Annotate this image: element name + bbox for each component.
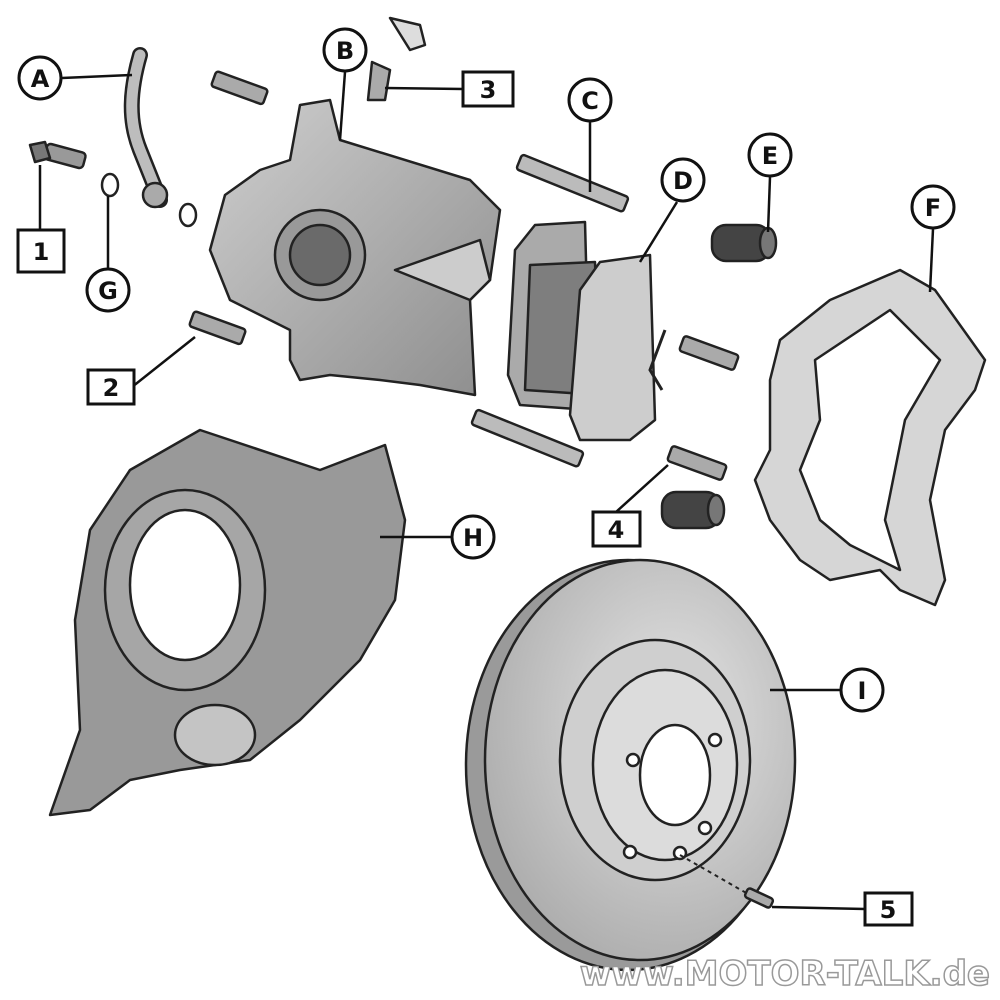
svg-text:1: 1	[33, 238, 50, 266]
svg-text:A: A	[31, 65, 50, 93]
callout-4: 4	[591, 510, 642, 548]
svg-text:D: D	[673, 167, 693, 195]
callout-E: E	[747, 132, 793, 178]
svg-text:G: G	[98, 277, 118, 305]
bleed-nipple	[366, 60, 392, 102]
brake-pads	[506, 220, 657, 442]
leader-lines	[38, 71, 935, 911]
callout-I: I	[839, 667, 885, 713]
svg-text:3: 3	[480, 76, 497, 104]
caliper-bracket	[753, 268, 987, 607]
watermark: www.MOTOR-TALK.de	[580, 954, 990, 994]
brake-disc	[464, 558, 797, 972]
svg-text:H: H	[463, 524, 483, 552]
callout-3: 3	[461, 70, 515, 108]
dust-shield	[48, 428, 407, 817]
svg-text:2: 2	[103, 374, 120, 402]
sealing-washer	[100, 172, 120, 198]
brake-caliper	[208, 98, 502, 397]
guide-boot	[660, 223, 778, 530]
disc-screw	[743, 887, 775, 909]
callout-5: 5	[863, 891, 914, 927]
caliper-bolt	[188, 70, 740, 481]
callout-2: 2	[86, 368, 136, 406]
callout-H: H	[450, 514, 496, 560]
brake-hose	[123, 47, 169, 209]
svg-text:C: C	[581, 87, 599, 115]
svg-text:I: I	[858, 677, 867, 705]
callout-A: A	[17, 55, 63, 101]
sealing-washer	[178, 202, 198, 228]
svg-text:E: E	[762, 142, 778, 170]
callout-C: C	[567, 77, 613, 123]
svg-text:5: 5	[880, 896, 897, 924]
callout-F: F	[910, 184, 956, 230]
callout-G: G	[85, 267, 131, 313]
callout-B: B	[322, 27, 368, 73]
svg-text:4: 4	[608, 516, 625, 544]
banjo-bolt	[28, 140, 87, 170]
callout-1: 1	[16, 228, 66, 274]
svg-text:B: B	[336, 37, 354, 65]
svg-text:F: F	[925, 194, 941, 222]
pad-spring	[648, 329, 667, 391]
screw-axis-line	[679, 854, 756, 899]
callout-D: D	[660, 157, 706, 203]
dust-cap	[388, 16, 427, 52]
